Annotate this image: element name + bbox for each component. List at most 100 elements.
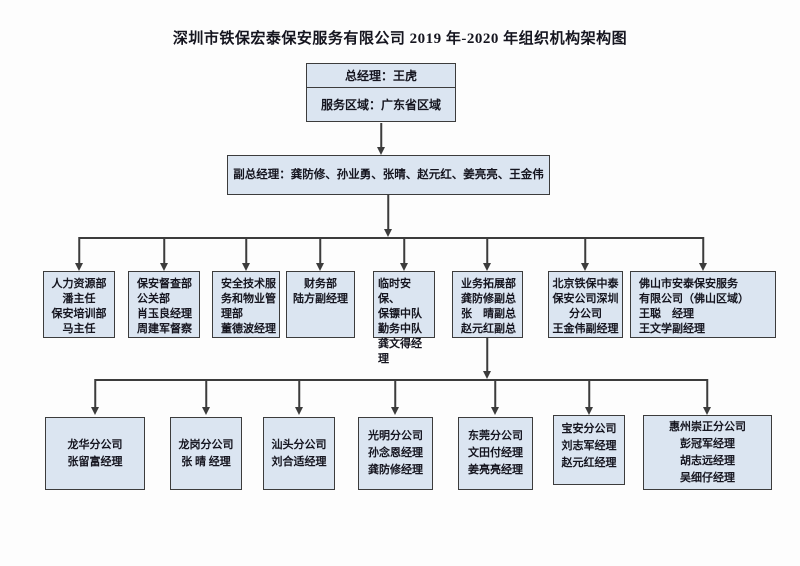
- dept-line: 龚文得经理: [378, 338, 422, 365]
- branch-box-longgang: 龙岗分公司 张 晴 经理: [170, 417, 242, 490]
- branch-line: 惠州崇正分公司: [669, 420, 746, 433]
- connector-line: [584, 237, 586, 263]
- dept-line: 董德波经理: [221, 323, 276, 335]
- general-manager-box: 总经理：王虎 服务区域：广东省区域: [306, 63, 456, 122]
- dept-line: 龚防修副总: [461, 293, 516, 305]
- dept-line: 勤务中队: [378, 323, 422, 335]
- dept-line: 保镖中队: [378, 308, 422, 320]
- connector-rail: [95, 379, 708, 381]
- branch-line: 文田付经理: [468, 447, 523, 459]
- dept-line: 佛山市安泰保安服务: [639, 278, 738, 290]
- branch-line: 孙念恩经理: [368, 447, 423, 459]
- connector-line: [494, 379, 496, 407]
- arrow-down-icon: [699, 263, 707, 271]
- dept-line: 业务拓展部: [461, 278, 516, 290]
- dept-line: 王聪 经理: [639, 308, 694, 320]
- connector-line: [387, 195, 389, 230]
- dept-line: 王文学副经理: [639, 323, 705, 335]
- branch-line: 胡志远经理: [680, 454, 735, 467]
- arrow-down-icon: [483, 263, 491, 271]
- dept-line: 有限公司（佛山区域）: [639, 293, 749, 305]
- dept-box-foshan-antai: 佛山市安泰保安服务 有限公司（佛山区域） 王聪 经理 王文学副经理: [630, 271, 776, 338]
- vice-managers-box: 副总经理：龚防修、孙业勇、张晴、赵元红、姜亮亮、王金伟: [227, 155, 550, 195]
- dept-box-tech-property: 安全技术服 务和物业管 理部 董德波经理: [212, 271, 280, 338]
- connector-line: [78, 237, 80, 263]
- branch-line: 赵元红经理: [561, 457, 617, 469]
- dept-line: 张 晴副总: [461, 308, 516, 320]
- arrow-down-icon: [581, 263, 589, 271]
- branch-line: 光明分公司: [368, 430, 423, 442]
- arrow-down-icon: [585, 407, 593, 415]
- arrow-down-icon: [400, 263, 408, 271]
- branch-box-shantou: 汕头分公司 刘合适经理: [263, 417, 335, 490]
- branch-line: 刘合适经理: [271, 455, 327, 468]
- dept-box-hr-training: 人力资源部 潘主任 保安培训部 马主任: [43, 271, 115, 338]
- arrow-down-icon: [377, 147, 385, 155]
- branch-line: 彭冠军经理: [680, 437, 735, 450]
- connector-line: [163, 237, 165, 263]
- branch-box-guangming: 光明分公司 孙念恩经理 龚防修经理: [358, 417, 433, 490]
- arrow-down-icon: [703, 407, 711, 415]
- branch-line: 吴细仔经理: [680, 471, 735, 484]
- arrow-down-icon: [384, 229, 392, 237]
- arrow-down-icon: [202, 407, 210, 415]
- dept-line: 周建军督察: [137, 323, 192, 335]
- chart-title: 深圳市铁保宏泰保安服务有限公司 2019 年-2020 年组织机构架构图: [172, 31, 628, 47]
- arrow-down-icon: [316, 263, 324, 271]
- branch-box-dongguan: 东莞分公司 文田付经理 姜亮亮经理: [458, 417, 533, 490]
- dept-line: 马主任: [62, 323, 96, 335]
- dept-line: 务和物业管: [221, 293, 276, 305]
- branch-box-huizhou-chongzheng: 惠州崇正分公司 彭冠军经理 胡志远经理 吴细仔经理: [643, 415, 772, 490]
- branch-line: 刘志军经理: [561, 440, 617, 452]
- arrow-down-icon: [491, 407, 499, 415]
- branch-box-baoan: 宝安分公司 刘志军经理 赵元红经理: [553, 415, 625, 485]
- branch-line: 汕头分公司: [271, 438, 327, 451]
- dept-line: 潘主任: [62, 293, 96, 305]
- connector-line: [588, 379, 590, 407]
- arrow-down-icon: [483, 371, 491, 379]
- branch-line: 张留富经理: [67, 455, 123, 468]
- dept-line: 肖玉良经理: [137, 308, 192, 320]
- branch-line: 宝安分公司: [561, 423, 617, 435]
- branch-line: 龙岗分公司: [178, 438, 234, 451]
- dept-box-business-dev: 业务拓展部 龚防修副总 张 晴副总 赵元红副总: [452, 271, 523, 338]
- branch-box-longhua: 龙华分公司 张留富经理: [45, 417, 145, 490]
- connector-line: [380, 123, 382, 147]
- connector-line: [403, 237, 405, 263]
- dept-line: 保安培训部: [51, 308, 107, 320]
- dept-line: 保安公司深圳: [552, 293, 619, 305]
- connector-line: [394, 379, 396, 407]
- connector-line: [319, 237, 321, 263]
- dept-line: 公关部: [137, 293, 170, 305]
- branch-line: 东莞分公司: [468, 430, 523, 442]
- dept-box-supervision-pr: 保安督查部 公关部 肖玉良经理 周建军督察: [128, 271, 200, 338]
- connector-line: [298, 379, 300, 407]
- arrow-down-icon: [295, 407, 303, 415]
- dept-box-finance: 财务部 陆方副经理: [286, 271, 355, 338]
- connector-line: [702, 237, 704, 263]
- dept-box-temp-security: 临时安保、 保镖中队 勤务中队 龚文得经理: [373, 271, 435, 365]
- connector-line: [486, 237, 488, 263]
- dept-line: 理部: [221, 308, 243, 320]
- arrow-down-icon: [242, 263, 250, 271]
- dept-line: 王金伟副经理: [552, 323, 619, 335]
- dept-box-beijing-shenzhen: 北京铁保中泰 保安公司深圳 分公司 王金伟副经理: [548, 271, 623, 338]
- service-region-label: 服务区域：广东省区域: [306, 86, 456, 122]
- arrow-down-icon: [91, 407, 99, 415]
- branch-line: 龚防修经理: [368, 464, 423, 476]
- dept-line: 财务部: [304, 278, 337, 290]
- general-manager-label: 总经理：王虎: [306, 63, 456, 88]
- connector-line: [486, 338, 488, 372]
- dept-line: 分公司: [569, 308, 602, 320]
- dept-line: 安全技术服: [221, 278, 276, 290]
- arrow-down-icon: [160, 263, 168, 271]
- dept-line: 赵元红副总: [461, 323, 516, 335]
- connector-line: [205, 379, 207, 407]
- connector-line: [245, 237, 247, 263]
- dept-line: 陆方副经理: [293, 293, 348, 305]
- connector-line: [94, 379, 96, 407]
- arrow-down-icon: [391, 407, 399, 415]
- arrow-down-icon: [75, 263, 83, 271]
- dept-line: 北京铁保中泰: [552, 278, 619, 290]
- branch-line: 姜亮亮经理: [468, 464, 523, 476]
